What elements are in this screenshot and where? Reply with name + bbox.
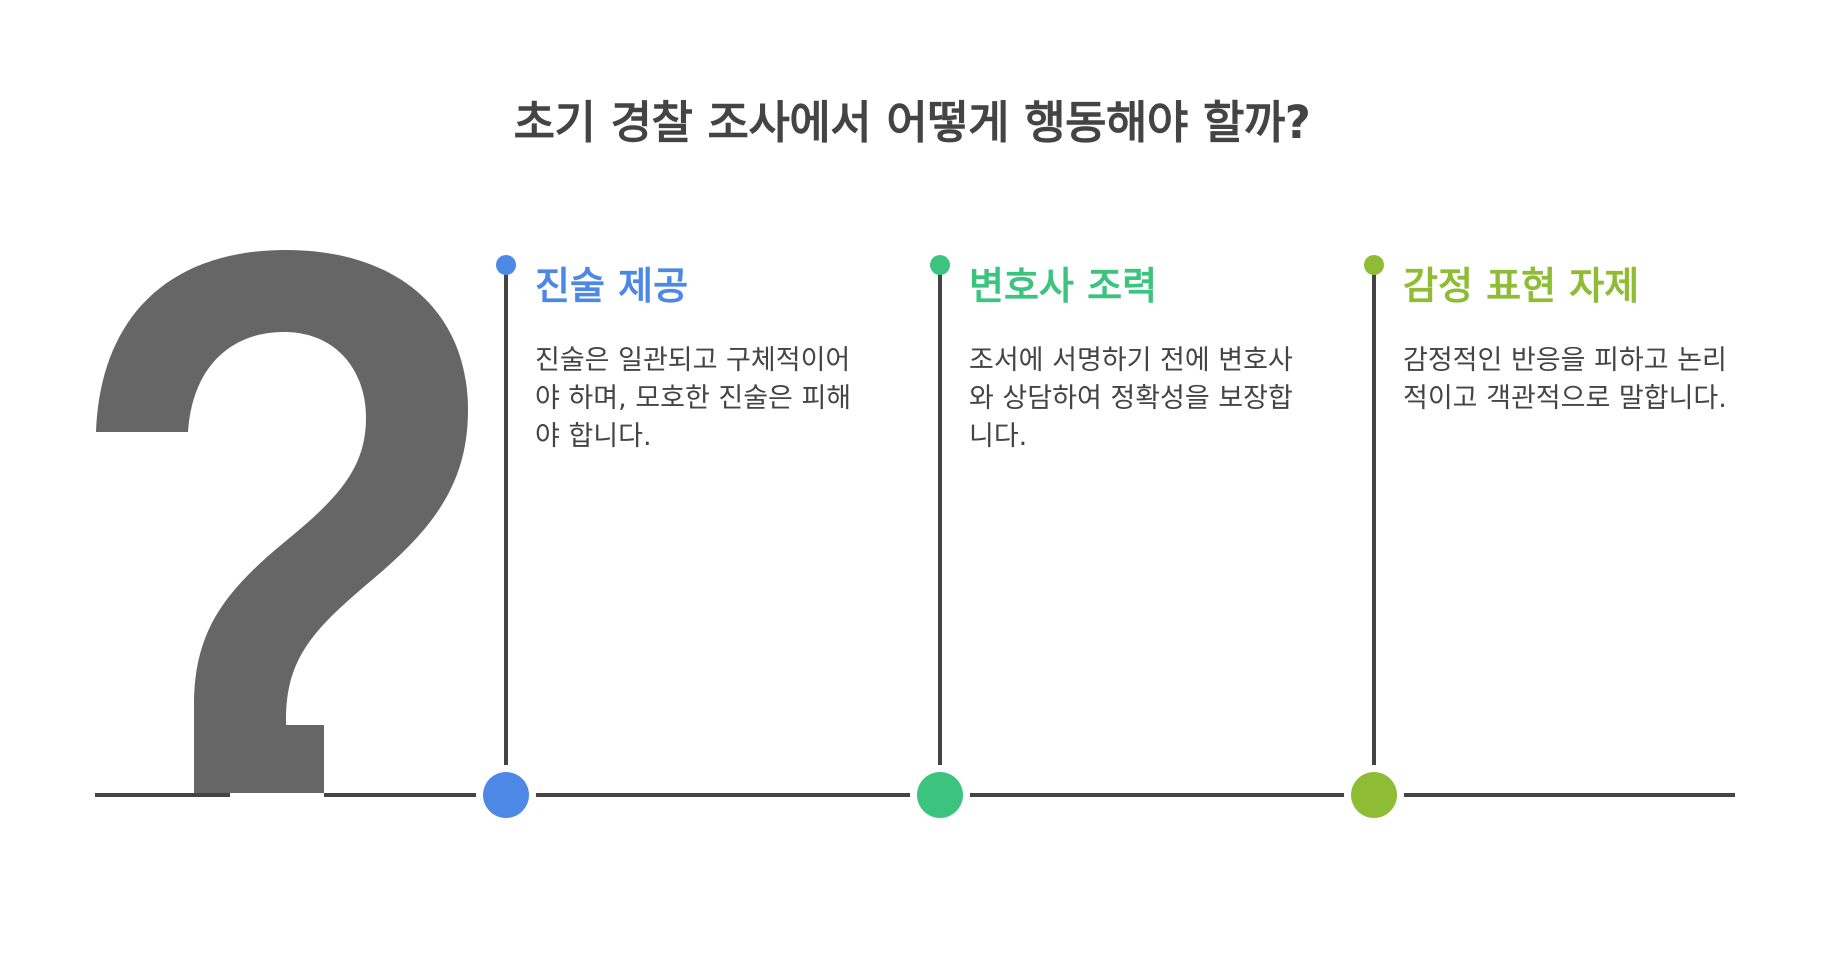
- step-1-heading: 진술 제공: [535, 264, 689, 308]
- step-2-marker: [917, 772, 963, 818]
- question-mark-icon: [96, 250, 468, 795]
- step-3-heading: 감정 표현 자제: [1403, 264, 1640, 308]
- step-3-marker: [1351, 772, 1397, 818]
- step-3-body: 감정적인 반응을 피하고 논리적이고 객관적으로 말합니다.: [1403, 345, 1727, 414]
- question-mark-dot: [230, 725, 324, 793]
- diagram-title: 초기 경찰 조사에서 어떻게 행동해야 할까?: [513, 96, 1311, 149]
- step-1-top-dot: [496, 255, 516, 275]
- step-1-connector: [504, 266, 508, 796]
- step-2-top-dot: [930, 255, 950, 275]
- step-3-connector: [1372, 266, 1376, 796]
- step-3-top-dot: [1364, 255, 1384, 275]
- step-2-connector: [938, 266, 942, 796]
- step-1-body: 진술은 일관되고 구체적이어야 하며, 모호한 진술은 피해야 합니다.: [535, 345, 852, 452]
- step-1-marker: [483, 772, 529, 818]
- timeline-baseline: [95, 793, 1735, 797]
- step-2-body: 조서에 서명하기 전에 변호사와 상담하여 정확성을 보장합니다.: [969, 345, 1293, 452]
- step-2-heading: 변호사 조력: [969, 264, 1158, 308]
